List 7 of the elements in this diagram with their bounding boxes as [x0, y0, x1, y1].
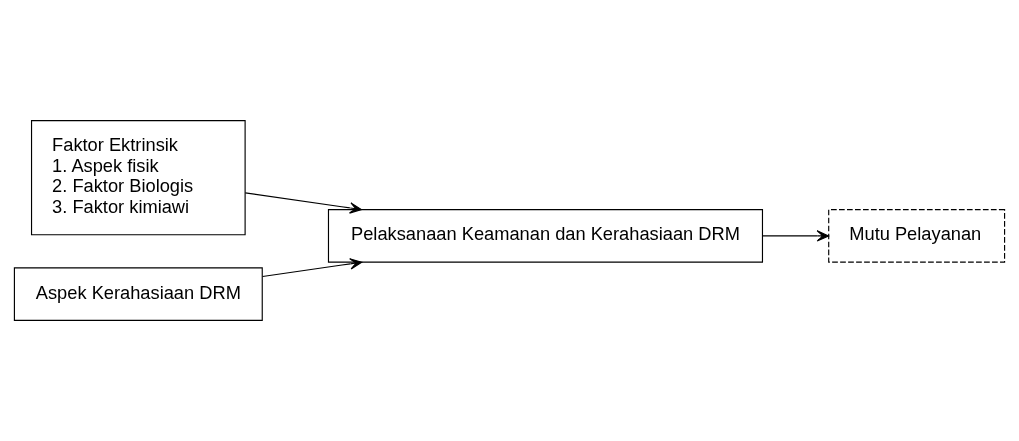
arrow: [762, 230, 830, 242]
node-box: Mutu Pelayanan: [828, 209, 1006, 263]
arrow: [244, 192, 363, 214]
node-box: Faktor Ektrinsik 1. Aspek fisik 2. Faktor Biologis 3. Faktor kimiawi: [30, 120, 246, 236]
node-box: Pelaksanaan Keamanan dan Kerahasiaan DRM: [327, 209, 764, 263]
arrow: [262, 258, 363, 277]
node-box: Aspek Kerahasiaan DRM: [13, 267, 263, 321]
